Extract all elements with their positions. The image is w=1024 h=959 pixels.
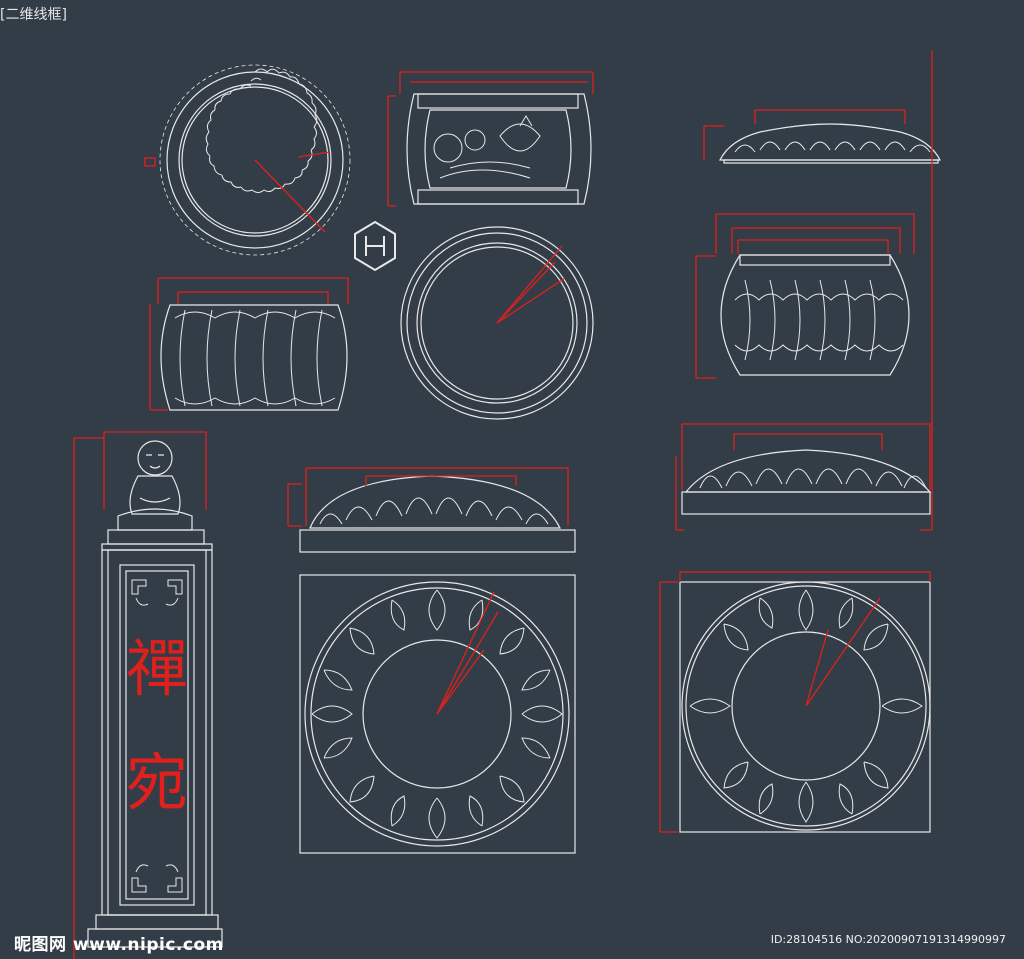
flat-lotus-base-elevation-drawing (703, 50, 941, 531)
image-id-watermark: ID:28104516 NO:20200907191314990997 (770, 933, 1006, 946)
nipic-watermark-left: 昵图网 www.nipic.com (14, 935, 224, 955)
buddha-figure-icon (117, 440, 193, 531)
lotus-plinth-elevation-drawing (675, 423, 932, 531)
lotus-cushion-elevation-drawing (287, 467, 576, 553)
lotus-drum-elevation-drawing (387, 71, 594, 207)
lotus-ring-plan-right-drawing (659, 571, 931, 833)
petal-drum-elevation-drawing (149, 277, 349, 411)
ring-plan-drawing (400, 226, 594, 420)
pillar-char-1: 禪 (126, 632, 189, 705)
pillar-char-2: 宛 (126, 746, 189, 819)
lotus-ring-plan-drawing (299, 574, 576, 854)
autocad-viewcube-icon (354, 220, 396, 272)
round-cloud-plan-drawing (144, 64, 351, 256)
heart-petal-drum-elevation-drawing (695, 213, 915, 379)
buddha-pillar-elevation-drawing (73, 431, 223, 959)
viewport-view-label[interactable]: [二维线框] (0, 7, 67, 23)
